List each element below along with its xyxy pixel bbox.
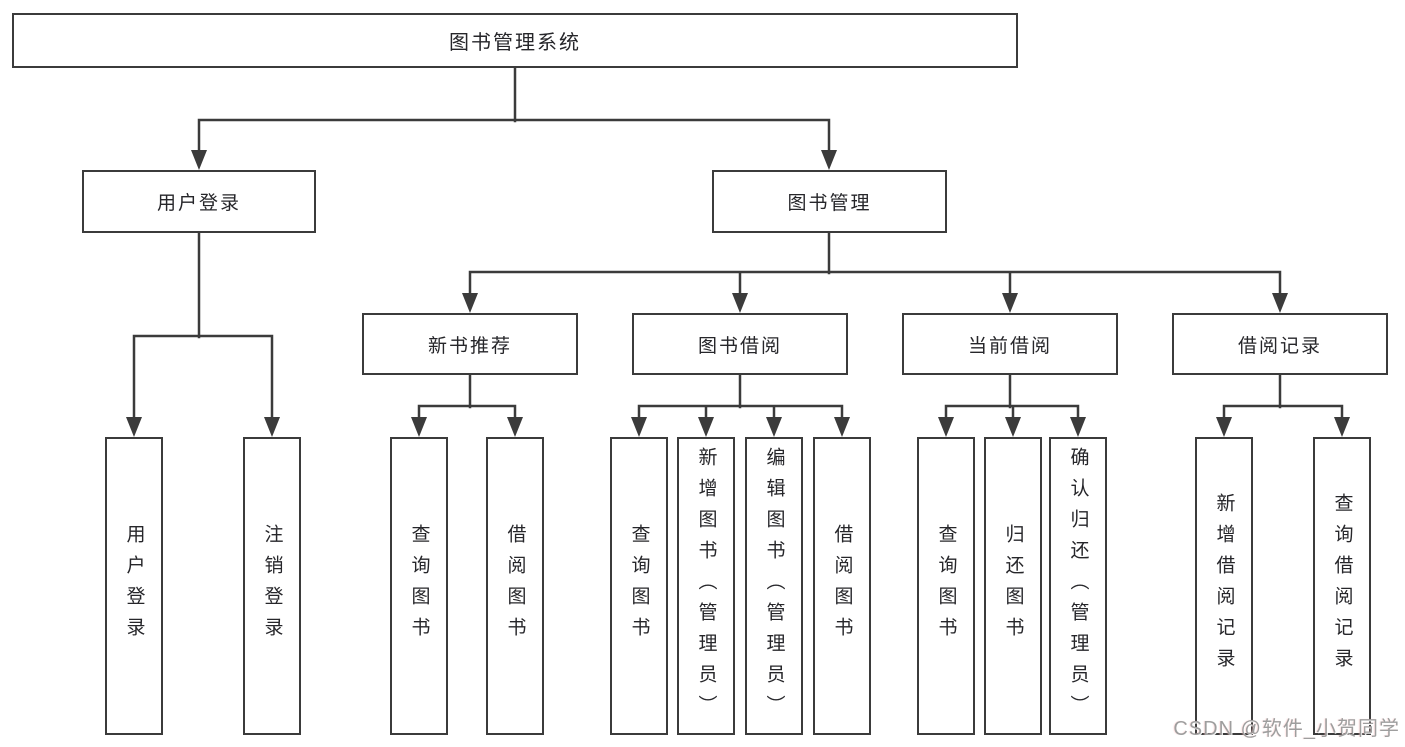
leaf-label: 查询图书	[935, 524, 957, 648]
leaf-label: 新增图书（管理员）	[695, 446, 717, 726]
node-label: 用户登录	[156, 193, 241, 214]
node-label: 图书借阅	[697, 335, 782, 357]
leaf-label: 新增借阅记录	[1213, 493, 1235, 679]
leaf-cb-confirm-return-admin: 确认归还（管理员）	[1049, 437, 1107, 735]
arrow-down-icon	[834, 417, 850, 437]
arrow-down-icon	[732, 293, 748, 313]
node-book-management: 图书管理	[712, 170, 947, 233]
node-label: 借阅记录	[1237, 335, 1322, 357]
node-new-book-recommendation: 新书推荐	[362, 313, 578, 375]
arrow-down-icon	[698, 417, 714, 437]
arrow-down-icon	[1070, 417, 1086, 437]
leaf-cb-return-books: 归还图书	[984, 437, 1042, 735]
leaf-label: 查询图书	[628, 524, 650, 648]
arrowhead-icons	[126, 150, 1350, 437]
leaf-label: 归还图书	[1002, 524, 1024, 648]
node-label: 当前借阅	[967, 335, 1052, 357]
arrow-down-icon	[766, 417, 782, 437]
leaf-br-add-record: 新增借阅记录	[1195, 437, 1253, 735]
node-label: 新书推荐	[427, 335, 512, 357]
leaf-bb-query-books: 查询图书	[610, 437, 668, 735]
arrow-down-icon	[507, 417, 523, 437]
arrow-down-icon	[1002, 293, 1018, 313]
leaf-label: 注销登录	[261, 524, 283, 648]
arrow-down-icon	[264, 417, 280, 437]
arrow-down-icon	[126, 417, 142, 437]
leaf-label: 确认归还（管理员）	[1067, 446, 1089, 726]
tree-edges	[132, 66, 1344, 422]
node-label: 图书管理	[787, 193, 872, 214]
leaf-label: 编辑图书（管理员）	[763, 446, 785, 726]
arrow-down-icon	[938, 417, 954, 437]
leaf-bb-borrow-books: 借阅图书	[813, 437, 871, 735]
node-borrowing-records: 借阅记录	[1172, 313, 1388, 375]
leaf-br-query-record: 查询借阅记录	[1313, 437, 1371, 735]
arrow-down-icon	[1216, 417, 1232, 437]
arrow-down-icon	[191, 150, 207, 170]
leaf-logout-login: 注销登录	[243, 437, 301, 735]
leaf-nbr-query-books: 查询图书	[390, 437, 448, 735]
leaf-label: 查询借阅记录	[1331, 493, 1353, 679]
leaf-bb-edit-books-admin: 编辑图书（管理员）	[745, 437, 803, 735]
leaf-cb-query-books: 查询图书	[917, 437, 975, 735]
leaf-label: 借阅图书	[504, 524, 526, 648]
leaf-label: 借阅图书	[831, 524, 853, 648]
csdn-watermark: CSDN @软件_小贺同学	[1173, 718, 1400, 740]
node-book-borrowing: 图书借阅	[632, 313, 848, 375]
node-label: 图书管理系统	[449, 32, 581, 54]
leaf-user-login: 用户登录	[105, 437, 163, 735]
node-library-management-system: 图书管理系统	[12, 13, 1018, 68]
node-user-login: 用户登录	[82, 170, 316, 233]
leaf-bb-add-books-admin: 新增图书（管理员）	[677, 437, 735, 735]
leaf-label: 查询图书	[408, 524, 430, 648]
arrow-down-icon	[821, 150, 837, 170]
arrow-down-icon	[462, 293, 478, 313]
leaf-label: 用户登录	[123, 524, 145, 648]
node-current-borrowing: 当前借阅	[902, 313, 1118, 375]
arrow-down-icon	[1005, 417, 1021, 437]
leaf-nbr-borrow-books: 借阅图书	[486, 437, 544, 735]
arrow-down-icon	[1272, 293, 1288, 313]
arrow-down-icon	[631, 417, 647, 437]
arrow-down-icon	[411, 417, 427, 437]
arrow-down-icon	[1334, 417, 1350, 437]
